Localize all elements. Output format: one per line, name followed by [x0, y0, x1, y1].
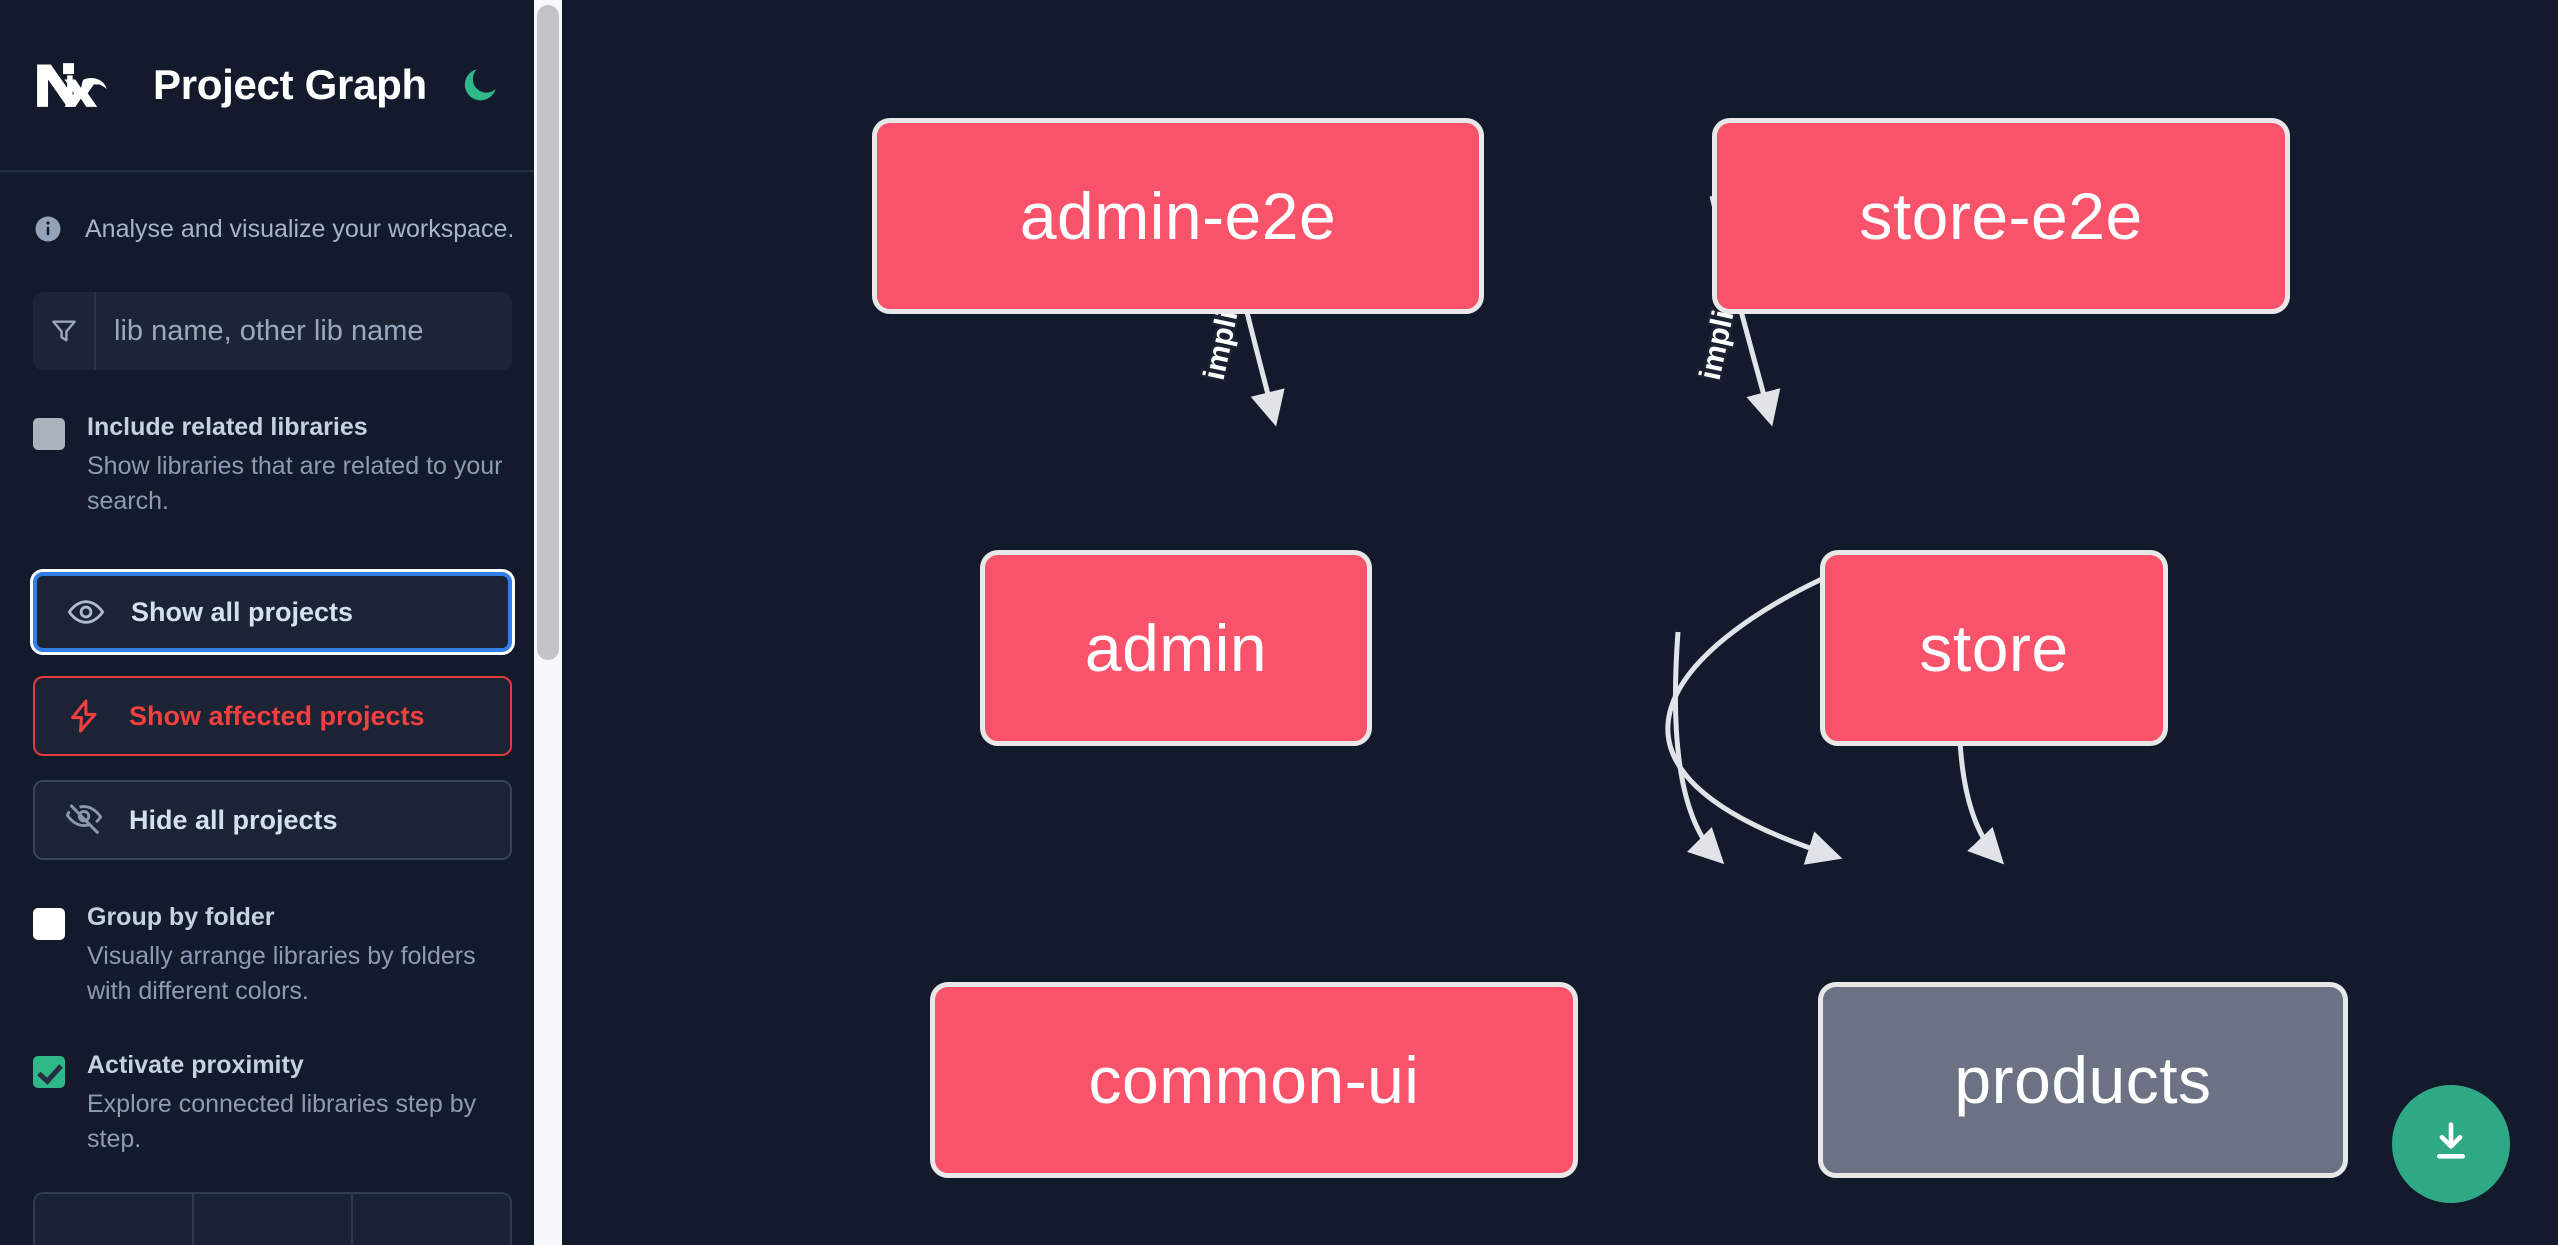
hide-all-projects-button[interactable]: Hide all projects	[33, 780, 512, 860]
graph-node-label: admin	[1084, 611, 1268, 685]
eye-icon	[67, 593, 105, 631]
segment-option-1[interactable]	[33, 1192, 194, 1245]
page-title: Project Graph	[153, 61, 427, 108]
graph-node-label: store-e2e	[1859, 179, 2143, 253]
sidebar-scroll-area: Project Graph Analyse and visualize yo	[0, 0, 545, 1245]
download-icon	[2425, 1116, 2477, 1173]
sidebar-header: Project Graph	[0, 0, 545, 172]
info-icon	[33, 214, 63, 244]
graph-node-store[interactable]: store	[1820, 550, 2168, 746]
segment-option-3[interactable]	[353, 1192, 512, 1245]
graph-node-label: products	[1954, 1043, 2212, 1117]
sidebar: Project Graph Analyse and visualize yo	[0, 0, 562, 1245]
sidebar-scrollbar-thumb[interactable]	[537, 5, 559, 660]
graph-node-label: admin-e2e	[1019, 179, 1337, 253]
graph-canvas[interactable]: implicit implicit admin-e2e store-e2e ad…	[562, 0, 2558, 1245]
proximity-segmented-control[interactable]	[33, 1192, 512, 1245]
option-description: Show libraries that are related to your …	[87, 452, 503, 515]
segment-option-2[interactable]	[194, 1192, 353, 1245]
lightning-icon	[65, 697, 103, 735]
graph-node-store-e2e[interactable]: store-e2e	[1712, 118, 2290, 314]
option-title: Include related libraries	[87, 413, 368, 441]
search-filter-row[interactable]	[33, 292, 512, 370]
show-affected-projects-label: Show affected projects	[129, 700, 425, 731]
option-include-related-libraries[interactable]: Include related libraries Show libraries…	[33, 412, 512, 518]
option-description: Visually arrange libraries by folders wi…	[87, 942, 476, 1005]
option-activate-proximity[interactable]: Activate proximity Explore connected lib…	[33, 1050, 512, 1156]
nx-logo-icon	[33, 59, 115, 111]
checkbox-include-related-libraries[interactable]	[33, 418, 65, 450]
option-description: Explore connected libraries step by step…	[87, 1090, 477, 1153]
eye-slash-icon	[65, 801, 103, 839]
edge-store-common-ui	[1665, 575, 1843, 865]
sidebar-tagline-text: Analyse and visualize your workspace.	[85, 214, 515, 243]
project-visibility-buttons: Show all projects Show affected projects	[33, 572, 512, 860]
graph-node-label: common-ui	[1088, 1043, 1420, 1117]
download-button[interactable]	[2392, 1085, 2510, 1203]
option-group-by-folder[interactable]: Group by folder Visually arrange librari…	[33, 902, 512, 1008]
sidebar-scrollbar-track[interactable]	[534, 0, 562, 1245]
hide-all-projects-label: Hide all projects	[129, 804, 338, 835]
show-affected-projects-button[interactable]: Show affected projects	[33, 676, 512, 756]
option-title: Activate proximity	[87, 1051, 304, 1079]
checkbox-activate-proximity[interactable]	[33, 1056, 65, 1088]
graph-node-admin[interactable]: admin	[980, 550, 1372, 746]
search-input[interactable]	[96, 292, 512, 370]
option-title: Group by folder	[87, 903, 275, 931]
checkbox-group-by-folder[interactable]	[33, 908, 65, 940]
sidebar-tagline: Analyse and visualize your workspace.	[0, 172, 545, 244]
filter-funnel-icon	[33, 292, 96, 370]
graph-node-products[interactable]: products	[1818, 982, 2348, 1178]
show-all-projects-button[interactable]: Show all projects	[33, 572, 512, 652]
graph-node-admin-e2e[interactable]: admin-e2e	[872, 118, 1484, 314]
graph-node-label: store	[1919, 611, 2069, 685]
show-all-projects-label: Show all projects	[131, 596, 354, 627]
graph-node-common-ui[interactable]: common-ui	[930, 982, 1578, 1178]
moon-icon[interactable]	[457, 62, 503, 108]
